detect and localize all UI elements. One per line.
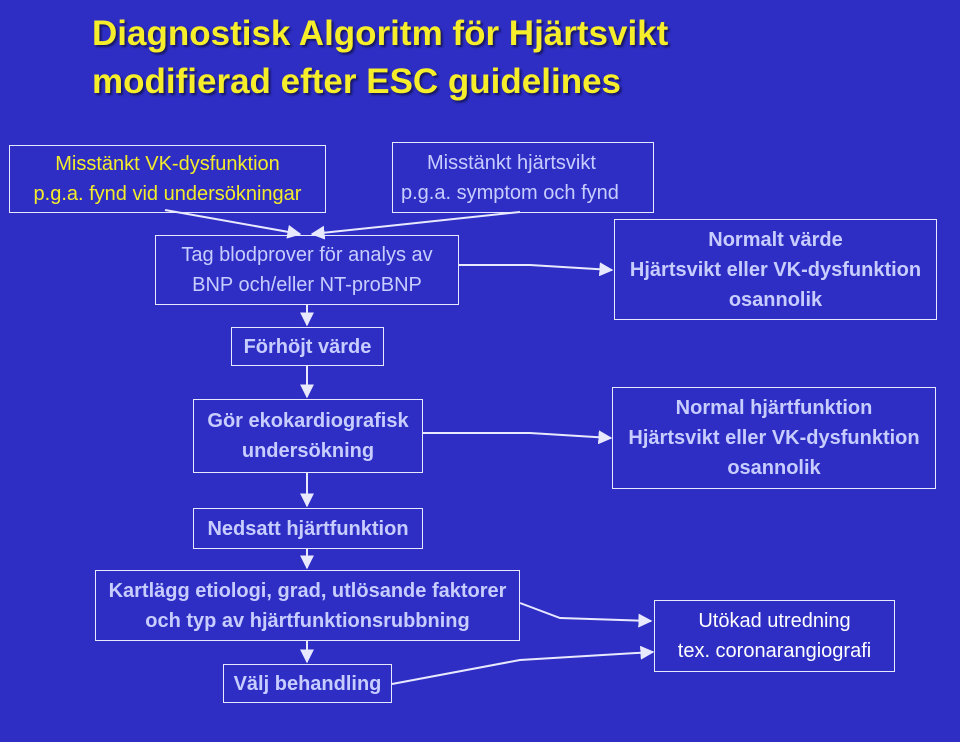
box-line: Hjärtsvikt eller VK-dysfunktion (629, 258, 922, 281)
box-line: och typ av hjärtfunktionsrubbning (145, 609, 470, 632)
box-line: osannolik (728, 288, 823, 311)
box-line: Misstänkt hjärtsvikt (427, 151, 596, 174)
box-line: Välj behandling (233, 672, 382, 695)
box-line: tex. coronarangiografi (677, 640, 872, 662)
box-normal-value: Normalt värde Hjärtsvikt eller VK-dysfun… (614, 219, 937, 320)
arrow-suspected-hf-to-bloodtests (310, 211, 521, 240)
box-suspected-lv-dysfunction: Misstänkt VK-dysfunktion p.g.a. fynd vid… (9, 145, 326, 213)
box-echocardiography: Gör ekokardiografisk undersökning (193, 399, 423, 473)
box-line: Förhöjt värde (243, 335, 372, 358)
title-line-1: Diagnostisk Algoritm för Hjärtsvikt (92, 14, 669, 53)
title-line-2: modifierad efter ESC guidelines (92, 62, 621, 101)
arrow-suspected-lv-to-bloodtests (164, 209, 302, 239)
box-blood-tests: Tag blodprover för analys av BNP och/ell… (155, 235, 459, 305)
box-suspected-heart-failure: Misstänkt hjärtsvikt p.g.a. symptom och … (392, 142, 654, 213)
page-title: Diagnostisk Algoritm för Hjärtsvikt modi… (92, 10, 668, 106)
box-extended-investigation: Utökad utredning tex. coronarangiografi (654, 600, 895, 672)
box-choose-treatment: Välj behandling (223, 664, 392, 703)
box-line: Hjärtsvikt eller VK-dysfunktion (628, 427, 920, 449)
box-line: Kartlägg etiologi, grad, utlösande fakto… (108, 579, 507, 602)
arrow-treatment-to-extended (391, 645, 655, 685)
box-line: Misstänkt VK-dysfunktion (55, 153, 280, 175)
box-line: osannolik (727, 457, 821, 479)
arrow-echo-to-normal-function (423, 430, 613, 445)
box-elevated-value: Förhöjt värde (231, 327, 384, 366)
arrow-etiology-to-extended (519, 602, 653, 628)
box-line: Tag blodprover för analys av (181, 244, 433, 266)
arrow-bloodtests-to-normal-value (459, 262, 614, 277)
box-line: Normal hjärtfunktion (675, 397, 873, 419)
box-line: undersökning (241, 440, 375, 462)
box-line: p.g.a. symptom och fynd (401, 181, 619, 204)
box-normal-heart-function: Normal hjärtfunktion Hjärtsvikt eller VK… (612, 387, 936, 489)
box-line: BNP och/eller NT-proBNP (192, 274, 422, 296)
box-line: Utökad utredning (698, 610, 851, 632)
box-reduced-heart-function: Nedsatt hjärtfunktion (193, 508, 423, 549)
box-line: Nedsatt hjärtfunktion (207, 517, 409, 540)
box-line: p.g.a. fynd vid undersökningar (33, 183, 302, 205)
box-etiology: Kartlägg etiologi, grad, utlösande fakto… (95, 570, 520, 641)
box-line: Gör ekokardiografisk (207, 410, 409, 432)
box-line: Normalt värde (708, 228, 843, 251)
